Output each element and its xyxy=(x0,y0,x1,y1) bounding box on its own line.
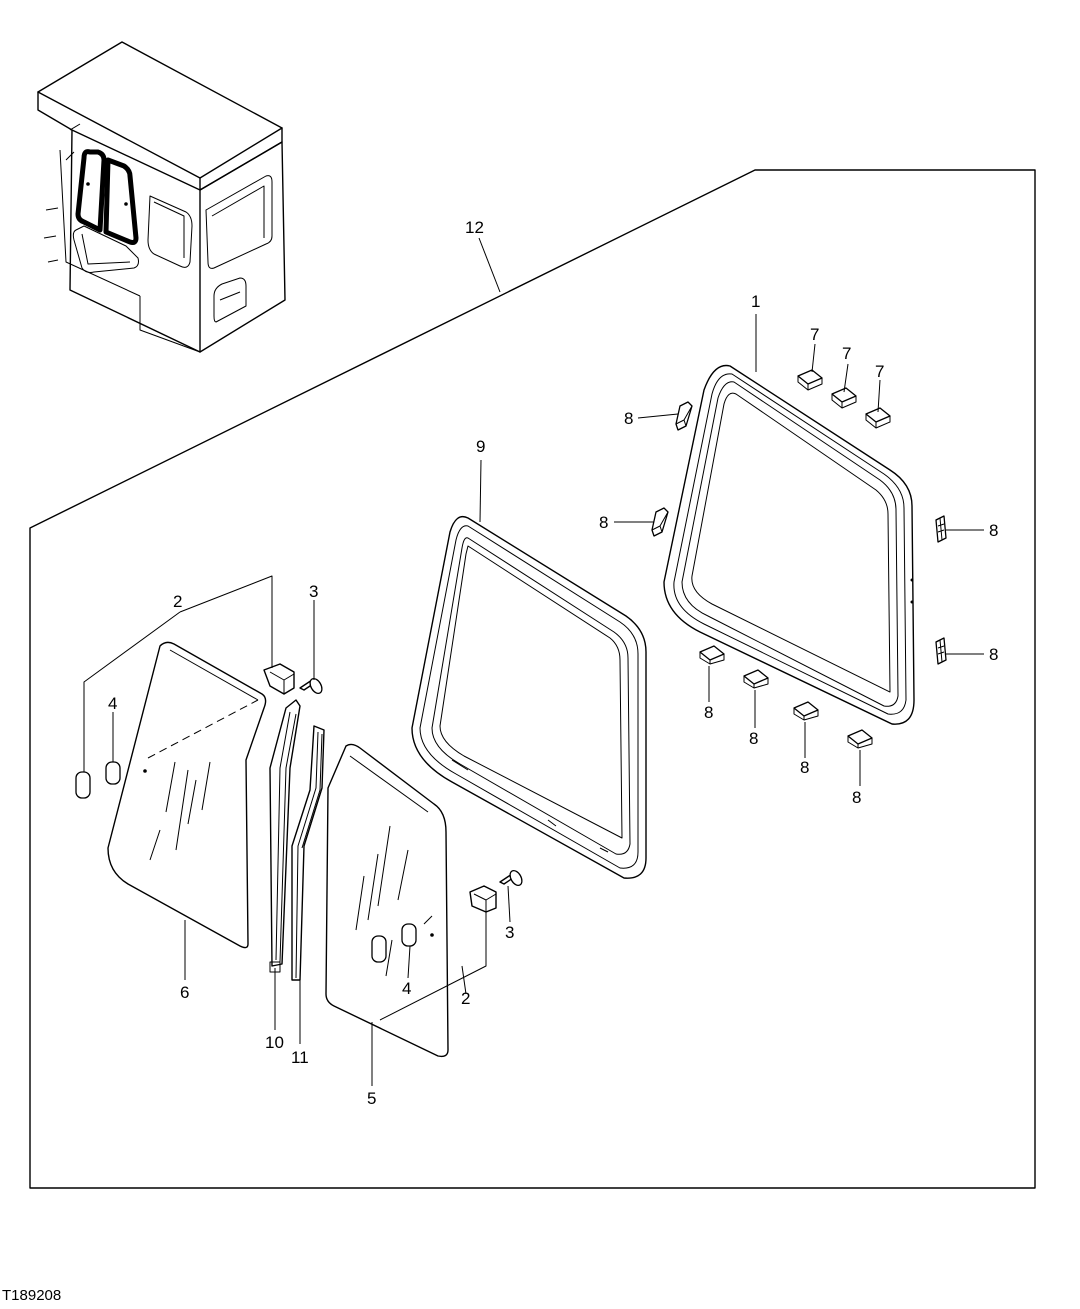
callout-7c: 7 xyxy=(875,362,884,381)
clip-part-lower xyxy=(469,885,497,913)
cap-part-left-a xyxy=(75,771,91,799)
callout-8h: 8 xyxy=(852,788,861,807)
kit-boundary xyxy=(29,169,1036,1189)
callout-10: 10 xyxy=(265,1033,284,1052)
clip-part-upper xyxy=(263,663,295,695)
callout-6: 6 xyxy=(180,983,189,1002)
screw-part-upper xyxy=(299,677,323,695)
callout-4b: 4 xyxy=(402,979,411,998)
cab-overview-illustration xyxy=(37,41,286,353)
callout-12: 12 xyxy=(465,218,484,237)
callout-7a: 7 xyxy=(810,325,819,344)
callout-11: 11 xyxy=(291,1048,309,1067)
side-block-parts xyxy=(651,401,947,749)
callout-7b: 7 xyxy=(842,344,851,363)
cap-part-left-b xyxy=(105,761,121,785)
callout-8b: 8 xyxy=(599,513,608,532)
top-block-parts xyxy=(797,369,891,429)
callout-8d: 8 xyxy=(989,645,998,664)
rail-strip-left xyxy=(269,699,301,973)
callout-8f: 8 xyxy=(749,729,758,748)
leader-lines xyxy=(83,237,984,1086)
window-seal-part xyxy=(411,515,647,879)
callout-4a: 4 xyxy=(108,694,117,713)
callout-9: 9 xyxy=(476,437,485,456)
callout-8g: 8 xyxy=(800,758,809,777)
callout-2a: 2 xyxy=(173,592,182,611)
callout-2b: 2 xyxy=(461,989,470,1008)
callout-1: 1 xyxy=(751,292,760,311)
callout-8a: 8 xyxy=(624,409,633,428)
window-frame-part xyxy=(663,364,915,725)
rail-strip-right xyxy=(291,725,325,981)
glass-pane-right xyxy=(325,743,449,1058)
callout-3a: 3 xyxy=(309,582,318,601)
screw-part-lower xyxy=(499,869,523,887)
callout-8e: 8 xyxy=(704,703,713,722)
figure-id: T189208 xyxy=(2,1287,61,1304)
callout-5: 5 xyxy=(367,1089,376,1108)
callout-8c: 8 xyxy=(989,521,998,540)
glass-pane-left xyxy=(107,641,267,949)
cap-part-right-b xyxy=(401,923,417,947)
cap-part-right-a xyxy=(371,935,387,963)
callout-3b: 3 xyxy=(505,923,514,942)
